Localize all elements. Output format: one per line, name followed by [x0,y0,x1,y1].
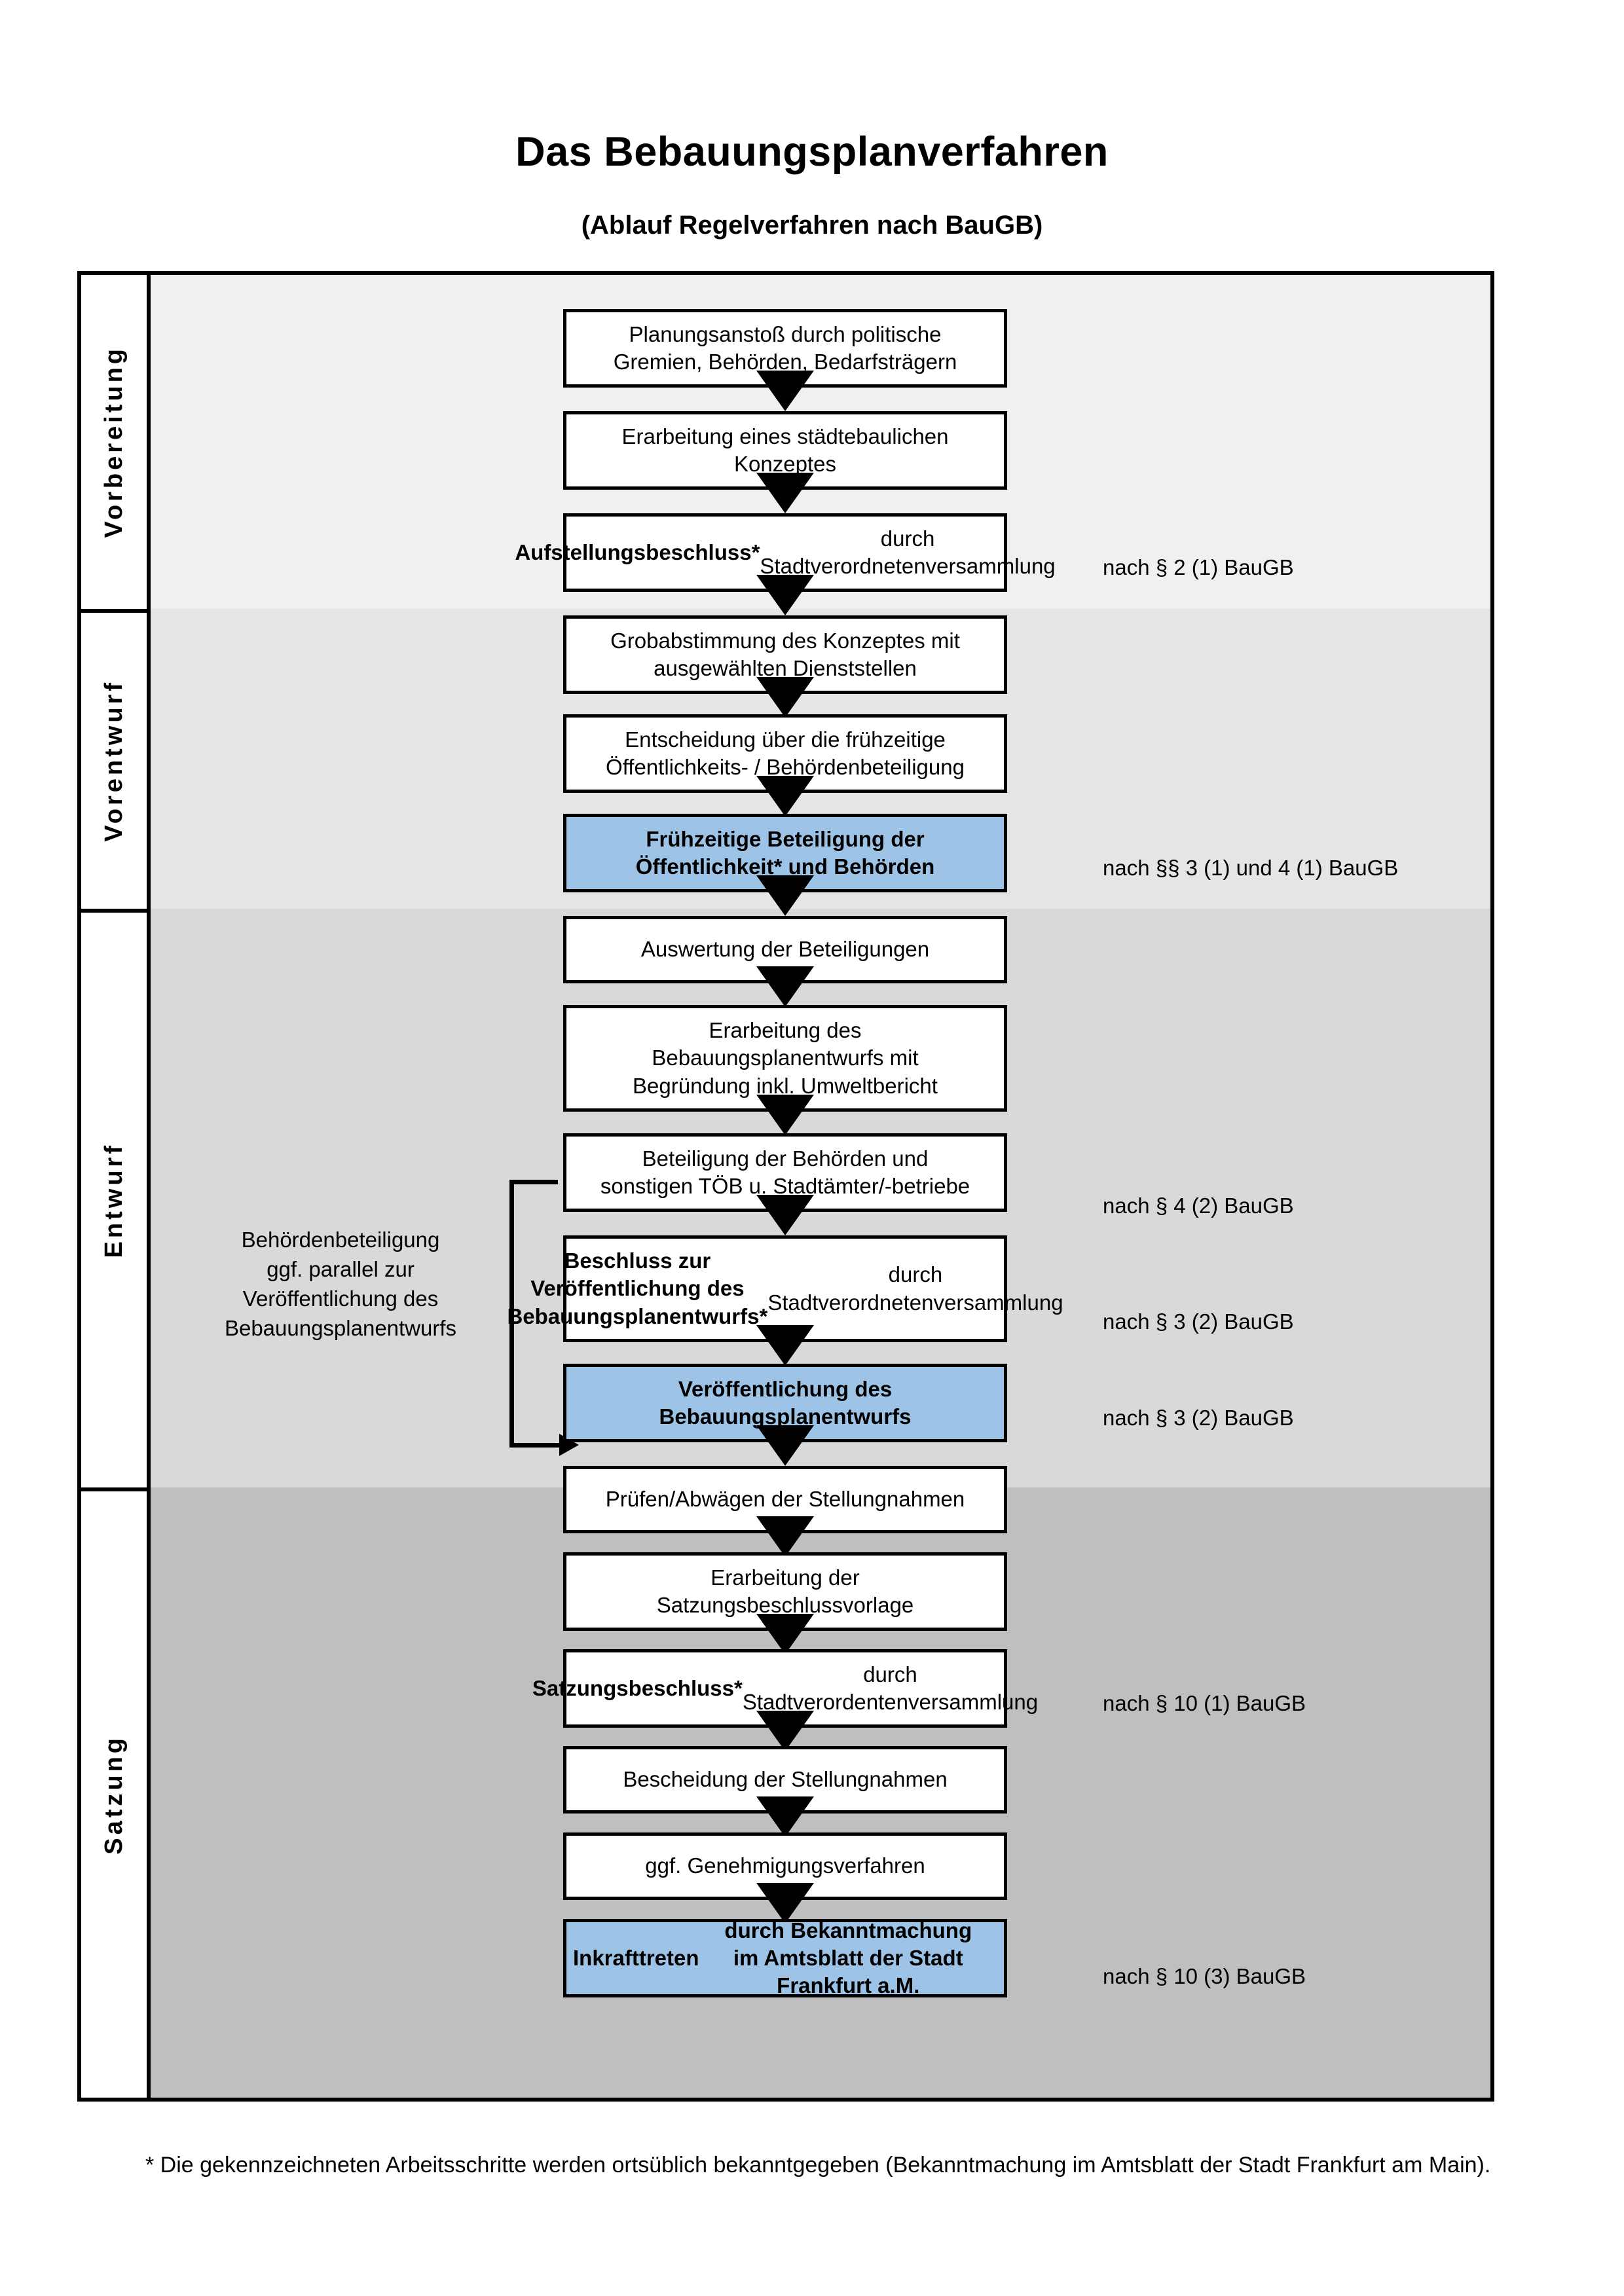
flow-arrow-1-2 [756,371,814,411]
flow-arrow-16-17 [756,1883,814,1923]
flow-arrow-13-14 [756,1614,814,1654]
flow-arrow-11-12 [756,1425,814,1466]
flow-arrow-8-9 [756,1095,814,1135]
lane-label-entwurf: Entwurf [81,913,147,1491]
sidenote-2: nach §§ 3 (1) und 4 (1) BauGB [1103,856,1399,880]
footnote-text: * Die gekennzeichneten Arbeitsschritte w… [145,2153,1491,2178]
sidenote-3: nach § 4 (2) BauGB [1103,1194,1294,1218]
lane-column-divider [147,275,151,2098]
flow-arrow-3-4 [756,575,814,615]
sidenote-7: nach § 10 (3) BauGB [1103,1964,1306,1988]
connector-vertical-segment [509,1180,514,1448]
lane-label-vorentwurf: Vorentwurf [81,613,147,913]
sidenote-1: nach § 2 (1) BauGB [1103,555,1294,579]
flow-arrow-10-11 [756,1325,814,1366]
lane-label-text: Satzung [100,1734,128,1855]
flow-arrow-7-8 [756,966,814,1007]
flow-arrow-6-7 [756,875,814,916]
lane-label-text: Vorentwurf [100,680,128,842]
flow-arrow-15-16 [756,1796,814,1837]
lane-label-vorbereitung: Vorbereitung [81,275,147,613]
lane-label-text: Entwurf [100,1142,128,1258]
page-subtitle: (Ablauf Regelverfahren nach BauGB) [581,211,1043,240]
flow-arrow-14-15 [756,1711,814,1751]
sidenote-5: nach § 3 (2) BauGB [1103,1406,1294,1430]
flow-arrow-4-5 [756,677,814,718]
page-title: Das Bebauungsplanverfahren [515,129,1109,175]
lane-label-satzung: Satzung [81,1491,147,2098]
flow-arrow-12-13 [756,1516,814,1557]
flow-arrow-9-10 [756,1195,814,1235]
sidenote-6: nach § 10 (1) BauGB [1103,1691,1306,1715]
flow-arrow-5-6 [756,776,814,816]
sidenote-4: nach § 3 (2) BauGB [1103,1309,1294,1334]
connector-top-segment [509,1180,558,1184]
flow-arrow-2-3 [756,473,814,513]
connector-bottom-segment [509,1443,563,1448]
lane-label-text: Vorbereitung [100,346,128,538]
